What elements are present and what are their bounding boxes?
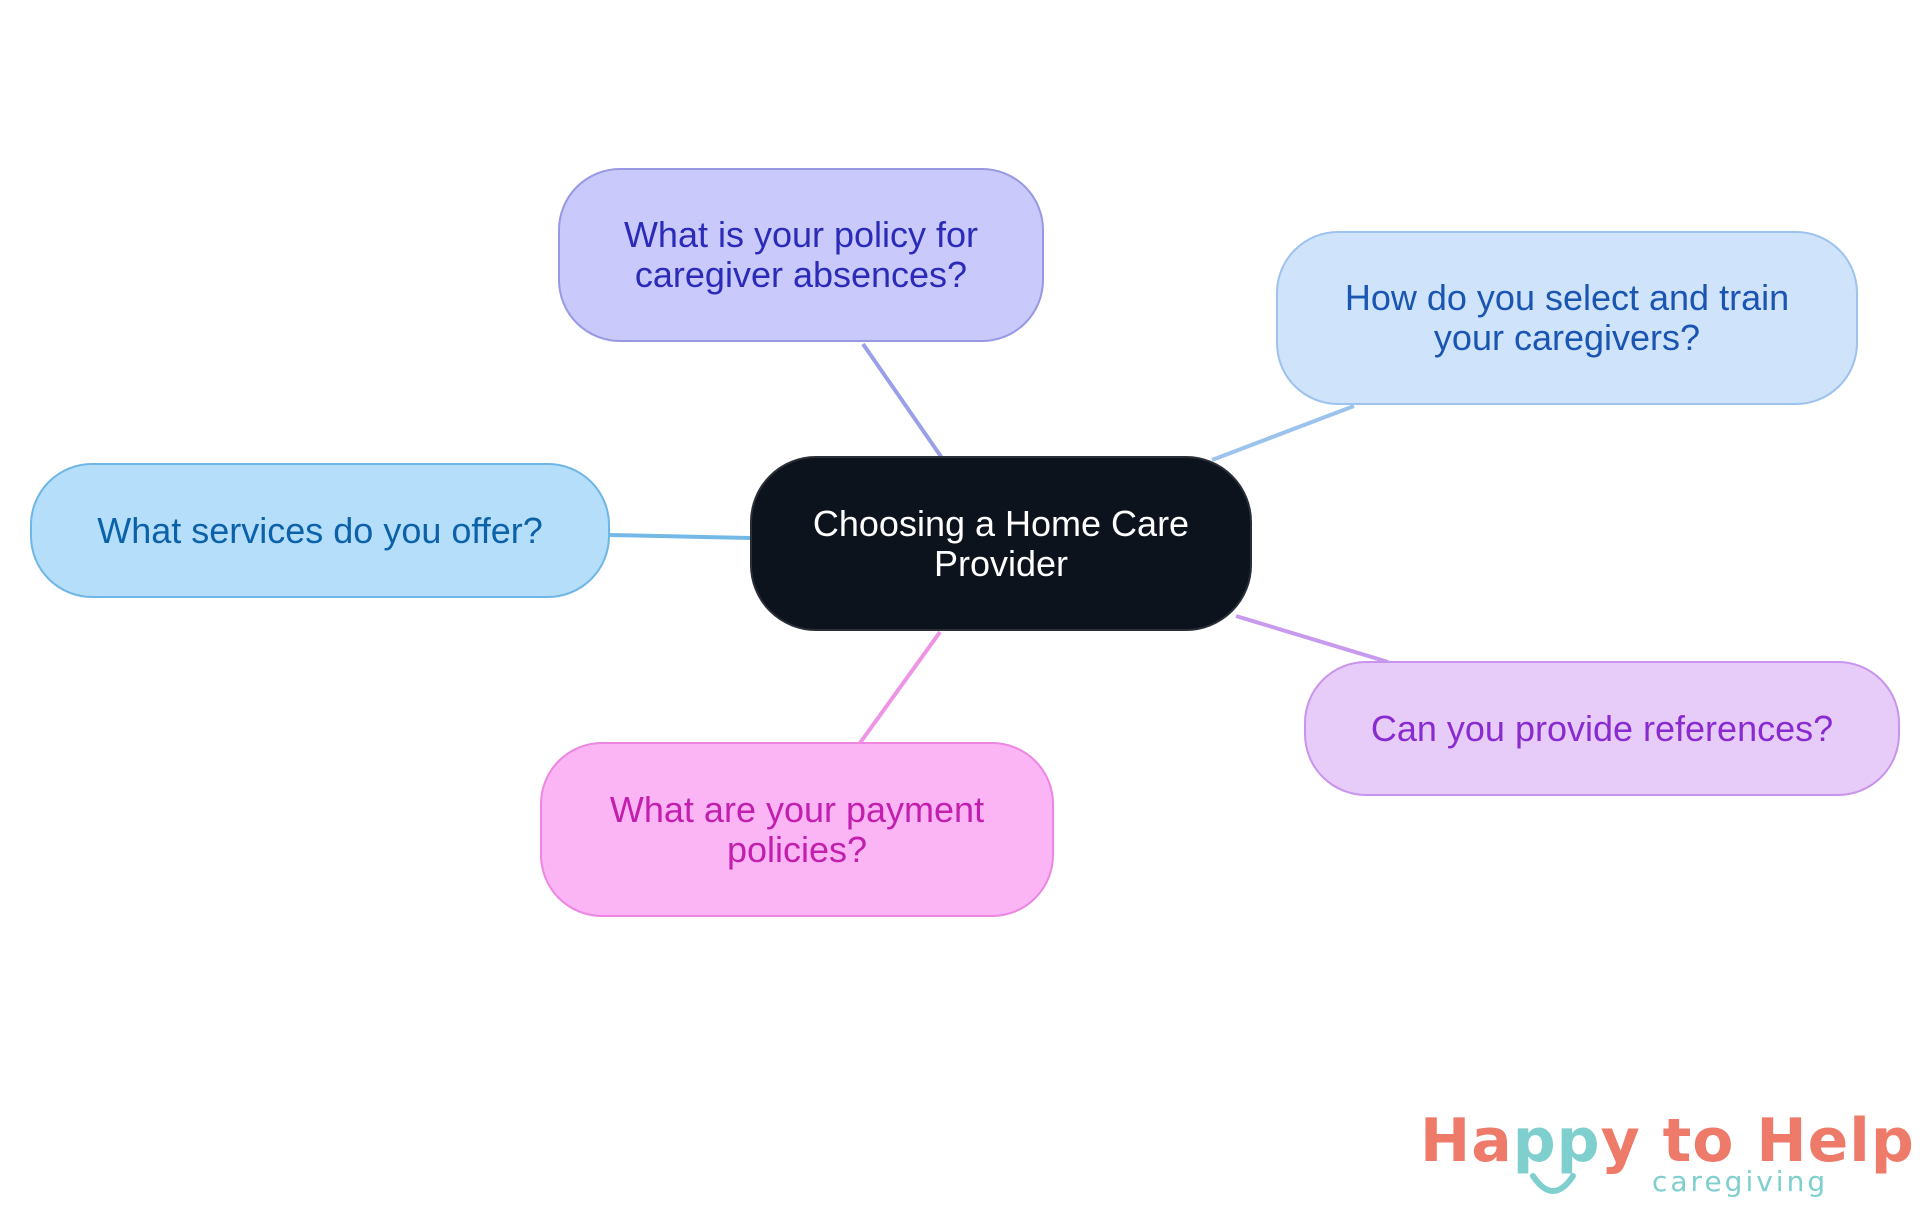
logo-title-part-2: pp [1512, 1106, 1601, 1176]
connector-services [609, 533, 751, 540]
branch-references-line-1: Can you provide references? [1370, 707, 1834, 749]
branch-node-services: What services do you offer? [30, 463, 610, 598]
branch-absence-line-2: caregiver absences? [634, 254, 968, 295]
brand-logo: Happy to Help caregiving [1420, 1108, 1914, 1208]
branch-node-select-train: How do you select and train your caregiv… [1276, 231, 1858, 405]
connector-train [1211, 404, 1355, 462]
branch-node-payment-policies: What are your payment policies? [540, 742, 1054, 917]
smile-icon [1530, 1173, 1576, 1194]
logo-title: Happy to Help [1420, 1108, 1915, 1174]
central-topic-line-2: Provider [933, 542, 1069, 584]
logo-title-part-1: Ha [1420, 1106, 1513, 1176]
branch-payment-line-1: What are your payment [609, 788, 985, 830]
connector-absence [861, 342, 944, 460]
branch-absence-line-1: What is your policy for [623, 214, 979, 255]
branch-payment-line-2: policies? [726, 828, 868, 870]
central-topic-node: Choosing a Home Care Provider [750, 456, 1252, 631]
branch-node-references: Can you provide references? [1304, 661, 1900, 796]
logo-subtitle: caregiving [1652, 1165, 1829, 1198]
central-topic-line-1: Choosing a Home Care [812, 502, 1190, 544]
connector-references [1235, 614, 1389, 664]
logo-title-part-3: y to Help [1600, 1106, 1915, 1176]
branch-node-absence-policy: What is your policy for caregiver absenc… [558, 168, 1044, 342]
connector-payment [858, 630, 942, 745]
branch-services-line-1: What services do you offer? [97, 509, 543, 551]
branch-train-line-2: your caregivers? [1433, 317, 1701, 358]
branch-train-line-1: How do you select and train [1344, 277, 1790, 318]
